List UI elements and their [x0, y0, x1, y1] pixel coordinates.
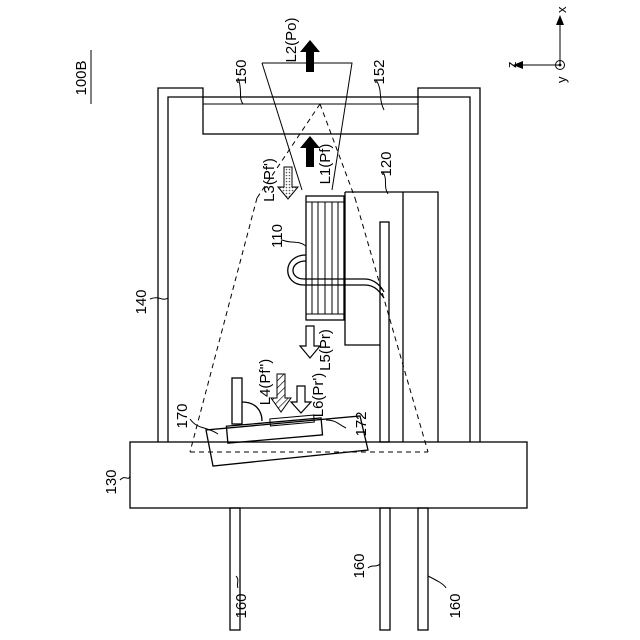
- label-L4: L4(Pf''): [257, 359, 274, 406]
- lead-pins-160: [230, 508, 428, 630]
- label-L3: L3(Pf'): [261, 158, 278, 202]
- leader-lines: [120, 78, 446, 588]
- label-L5: L5(Pr): [317, 329, 334, 371]
- axis-x-label: x: [554, 6, 569, 13]
- label-L1: L1(Pf): [317, 144, 334, 185]
- axis-y-label: y: [554, 76, 569, 83]
- label-170: 170: [174, 403, 191, 428]
- photodiode-170: [206, 378, 368, 466]
- arrow-l3: [278, 167, 298, 199]
- label-L2: L2(Po): [283, 17, 300, 62]
- substrate-120: [345, 192, 438, 442]
- label-L6: L6(Pr'): [310, 373, 327, 418]
- label-160-left: 160: [233, 593, 250, 618]
- label-150: 150: [233, 59, 250, 84]
- label-120: 120: [378, 151, 395, 176]
- label-152: 152: [371, 59, 388, 84]
- label-160-middle: 160: [351, 553, 368, 578]
- label-110: 110: [269, 224, 286, 248]
- label-160-right: 160: [447, 593, 464, 618]
- window-150: [203, 97, 418, 134]
- label-172: 172: [353, 411, 370, 436]
- arrow-l2: [300, 40, 320, 72]
- label-130: 130: [103, 469, 120, 494]
- figure-title: 100B: [73, 60, 90, 95]
- arrow-l6: [291, 386, 311, 413]
- axis-indicator: x z y: [504, 6, 569, 83]
- arrow-l4: [271, 374, 291, 412]
- laser-chip-110: [306, 196, 344, 320]
- label-140: 140: [133, 289, 150, 314]
- axis-z-label: z: [504, 62, 519, 69]
